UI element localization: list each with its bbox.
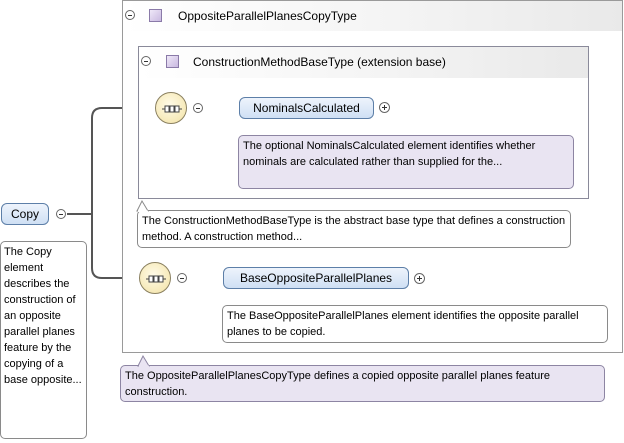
inner-type-title-bar xyxy=(139,47,588,78)
sequence-2-collapse-icon[interactable] xyxy=(177,273,187,283)
inner-type-icon xyxy=(166,55,179,68)
copy-doc-text: The Copy element describes the construct… xyxy=(4,246,82,386)
base-opposite-parallel-planes-doc-text: The BaseOppositeParallelPlanes element i… xyxy=(227,310,579,338)
inner-type-doc-notch xyxy=(136,199,149,212)
copy-collapse-icon[interactable] xyxy=(56,209,66,219)
nominals-calculated-expand-icon[interactable] xyxy=(379,102,390,113)
element-base-opposite-parallel-planes[interactable]: BaseOppositeParallelPlanes xyxy=(223,267,409,289)
inner-type-title: ConstructionMethodBaseType (extension ba… xyxy=(193,55,446,69)
trunk-upper-connector xyxy=(91,107,155,214)
outer-type-icon xyxy=(149,9,162,22)
inner-type-doc: The ConstructionMethodBaseType is the ab… xyxy=(137,210,571,248)
sequence-1-collapse-icon[interactable] xyxy=(193,103,203,113)
sequence-compositor-1[interactable] xyxy=(155,92,187,124)
trunk-lower-connector xyxy=(91,214,139,279)
base-opposite-parallel-planes-expand-icon[interactable] xyxy=(414,273,425,284)
nominals-calculated-doc-text: The optional NominalsCalculated element … xyxy=(243,140,536,168)
outer-type-title: OppositeParallelPlanesCopyType xyxy=(178,9,357,23)
inner-type-collapse-icon[interactable] xyxy=(141,56,151,66)
inner-type-box xyxy=(138,46,589,199)
inner-type-doc-text: The ConstructionMethodBaseType is the ab… xyxy=(142,215,566,243)
element-nominals-calculated[interactable]: NominalsCalculated xyxy=(239,97,374,119)
outer-type-doc-notch xyxy=(137,354,150,367)
outer-type-title-bar xyxy=(123,1,622,31)
sequence-compositor-icon xyxy=(162,105,182,113)
sequence-compositor-icon xyxy=(146,275,166,283)
outer-type-doc: The OppositeParallelPlanesCopyType defin… xyxy=(120,365,605,402)
outer-type-collapse-icon[interactable] xyxy=(125,10,135,20)
nominals-calculated-doc: The optional NominalsCalculated element … xyxy=(238,135,574,189)
element-copy[interactable]: Copy xyxy=(1,203,49,225)
base-opposite-parallel-planes-doc: The BaseOppositeParallelPlanes element i… xyxy=(222,305,608,343)
copy-doc: The Copy element describes the construct… xyxy=(0,241,87,439)
sequence-compositor-2[interactable] xyxy=(139,262,171,294)
outer-type-doc-text: The OppositeParallelPlanesCopyType defin… xyxy=(125,370,550,398)
